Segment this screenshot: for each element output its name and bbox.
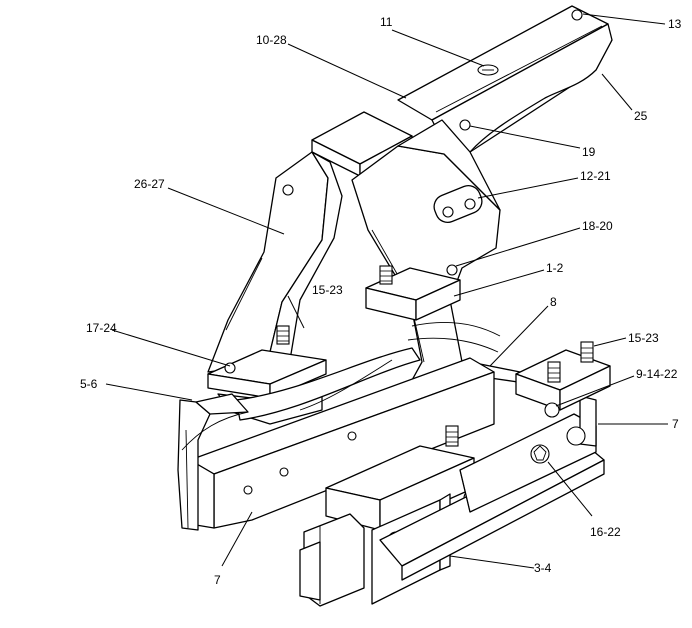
- callout-11: 11: [380, 15, 393, 29]
- top-bar: [397, 5, 613, 153]
- callout-5-6: 5-6: [80, 377, 98, 391]
- leader-lines: [105, 13, 668, 569]
- right-clamp-block: [515, 341, 611, 418]
- callout-labels: 11 13 10-28 25 19 26-27 12-21 18-20 1-2 …: [80, 15, 682, 587]
- slot-bolt-icon: [464, 198, 476, 210]
- callout-8: 8: [550, 295, 557, 309]
- side-bolt-icon: [459, 119, 471, 131]
- hex-bolt-icon: [530, 444, 550, 464]
- callout-15-23-left: 15-23: [312, 283, 343, 297]
- slot-bolt-icon: [442, 206, 454, 218]
- callout-1-2: 1-2: [546, 261, 564, 275]
- callout-19: 19: [582, 145, 596, 159]
- callout-15-23-right: 15-23: [628, 331, 659, 345]
- callout-25: 25: [634, 109, 648, 123]
- stud-icon: [276, 325, 290, 345]
- callout-7-bottom: 7: [214, 573, 221, 587]
- callout-7-right: 7: [672, 417, 679, 431]
- callout-13: 13: [668, 17, 682, 31]
- upper-clamp-block: [365, 265, 461, 321]
- callout-26-27: 26-27: [134, 177, 165, 191]
- callout-3-4: 3-4: [534, 561, 552, 575]
- hex-bolt-icon: [566, 426, 586, 446]
- left-jaw: [177, 393, 249, 531]
- base-plate: [379, 395, 605, 581]
- callout-9-14-22: 9-14-22: [636, 367, 678, 381]
- left-arm: [207, 151, 343, 373]
- callout-17-24: 17-24: [86, 321, 117, 335]
- callout-18-20: 18-20: [582, 219, 613, 233]
- end-bolt-icon: [571, 9, 583, 21]
- callout-12-21: 12-21: [580, 169, 611, 183]
- callout-10-28: 10-28: [256, 33, 287, 47]
- callout-16-22: 16-22: [590, 525, 621, 539]
